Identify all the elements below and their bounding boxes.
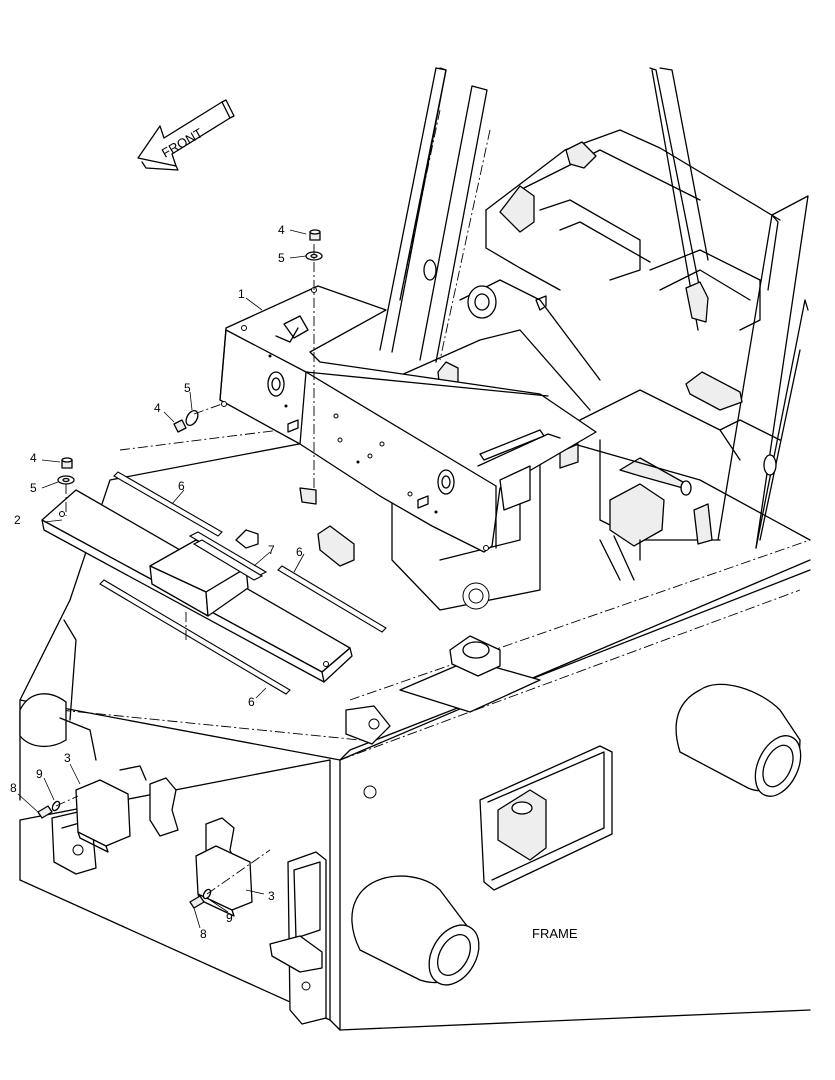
- callout-4: 4: [30, 451, 37, 465]
- callout-4: 4: [278, 223, 285, 237]
- callout-5: 5: [278, 251, 285, 265]
- washer-icon: [185, 409, 199, 427]
- callout-5: 5: [30, 481, 37, 495]
- callout-3: 3: [64, 751, 71, 765]
- callout-8: 8: [200, 927, 207, 941]
- callout-6: 6: [248, 695, 255, 709]
- callout-1: 1: [238, 287, 245, 301]
- frame-structure: [19, 67, 811, 1031]
- callout-5: 5: [184, 381, 191, 395]
- bolt-icon: [61, 457, 73, 469]
- part-6-seal-strips: [99, 471, 387, 695]
- part-7-seal: [188, 531, 268, 581]
- part-2-plate: [41, 489, 353, 683]
- callout-4: 4: [154, 401, 161, 415]
- callout-9: 9: [226, 911, 233, 925]
- bolt-icon: [37, 805, 53, 819]
- part-3-cover-a: [75, 779, 131, 853]
- section-label: FRAME: [532, 926, 578, 941]
- callout-7: 7: [268, 543, 275, 557]
- callout-2: 2: [14, 513, 21, 527]
- bolt-icon: [309, 229, 321, 241]
- assembly-lines: [55, 244, 315, 895]
- leader-lines: [17, 229, 307, 929]
- callout-6: 6: [296, 545, 303, 559]
- bolt-icon: [189, 895, 205, 909]
- callout-6: 6: [178, 479, 185, 493]
- washer-icon: [57, 475, 75, 485]
- part-3-cover-b: [195, 845, 253, 917]
- part-1-panel: [219, 285, 597, 553]
- callout-3: 3: [268, 889, 275, 903]
- bolt-icon: [173, 419, 187, 433]
- front-arrow-icon: FRONT: [137, 99, 235, 171]
- washer-icon: [305, 251, 323, 261]
- callout-9: 9: [36, 767, 43, 781]
- callout-8: 8: [10, 781, 17, 795]
- callouts: 1 2 3 3 4 4 4 5 5 5 6 6 6 7 8 8 9 9: [10, 223, 303, 941]
